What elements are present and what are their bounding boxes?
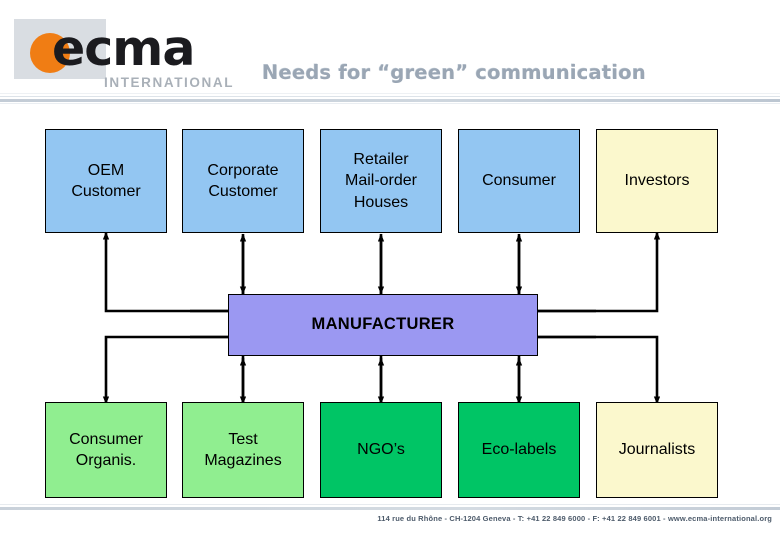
footer-address: 114 rue du Rhône - CH-1204 Geneva - T: +… — [377, 514, 772, 523]
node-oem-customer[interactable]: OEM Customer — [45, 129, 167, 233]
node-consumer-organis[interactable]: Consumer Organis. — [45, 402, 167, 498]
header-divider-line-3 — [0, 99, 780, 102]
node-label: Investors — [624, 172, 690, 190]
ecma-logo: ecma INTERNATIONAL — [14, 17, 232, 90]
node-eco-labels[interactable]: Eco-labels — [458, 402, 580, 498]
node-label: Consumer — [482, 172, 556, 190]
header-divider-line-2 — [0, 96, 780, 97]
node-label: Corporate Customer — [207, 161, 279, 200]
logo-orange-dot-icon — [30, 33, 70, 73]
node-consumer[interactable]: Consumer — [458, 129, 580, 233]
node-label: MANUFACTURER — [311, 315, 455, 334]
logo-subtitle: INTERNATIONAL — [104, 75, 235, 90]
node-label: Journalists — [618, 441, 696, 459]
node-journalists[interactable]: Journalists — [596, 402, 718, 498]
page-title: Needs for “green” communication — [262, 61, 646, 84]
header-divider-line-1 — [0, 93, 780, 94]
node-corporate-customer[interactable]: Corporate Customer — [182, 129, 304, 233]
node-label: Eco-labels — [481, 441, 557, 459]
node-label: Consumer Organis. — [69, 430, 143, 469]
node-label: NGO’s — [357, 441, 405, 459]
node-label: OEM Customer — [71, 161, 141, 200]
node-investors[interactable]: Investors — [596, 129, 718, 233]
node-label: Retailer Mail-order Houses — [344, 151, 417, 211]
header-divider-line-4 — [0, 103, 780, 104]
node-test-magazines[interactable]: Test Magazines — [182, 402, 304, 498]
node-retailer-mail-order-houses[interactable]: Retailer Mail-order Houses — [320, 129, 442, 233]
node-label: Test Magazines — [204, 430, 282, 469]
node-manufacturer[interactable]: MANUFACTURER — [228, 294, 538, 356]
logo-wordmark: ecma — [52, 20, 195, 77]
node-ngos[interactable]: NGO’s — [320, 402, 442, 498]
footer-divider-thin — [0, 504, 780, 505]
footer-divider — [0, 507, 780, 510]
